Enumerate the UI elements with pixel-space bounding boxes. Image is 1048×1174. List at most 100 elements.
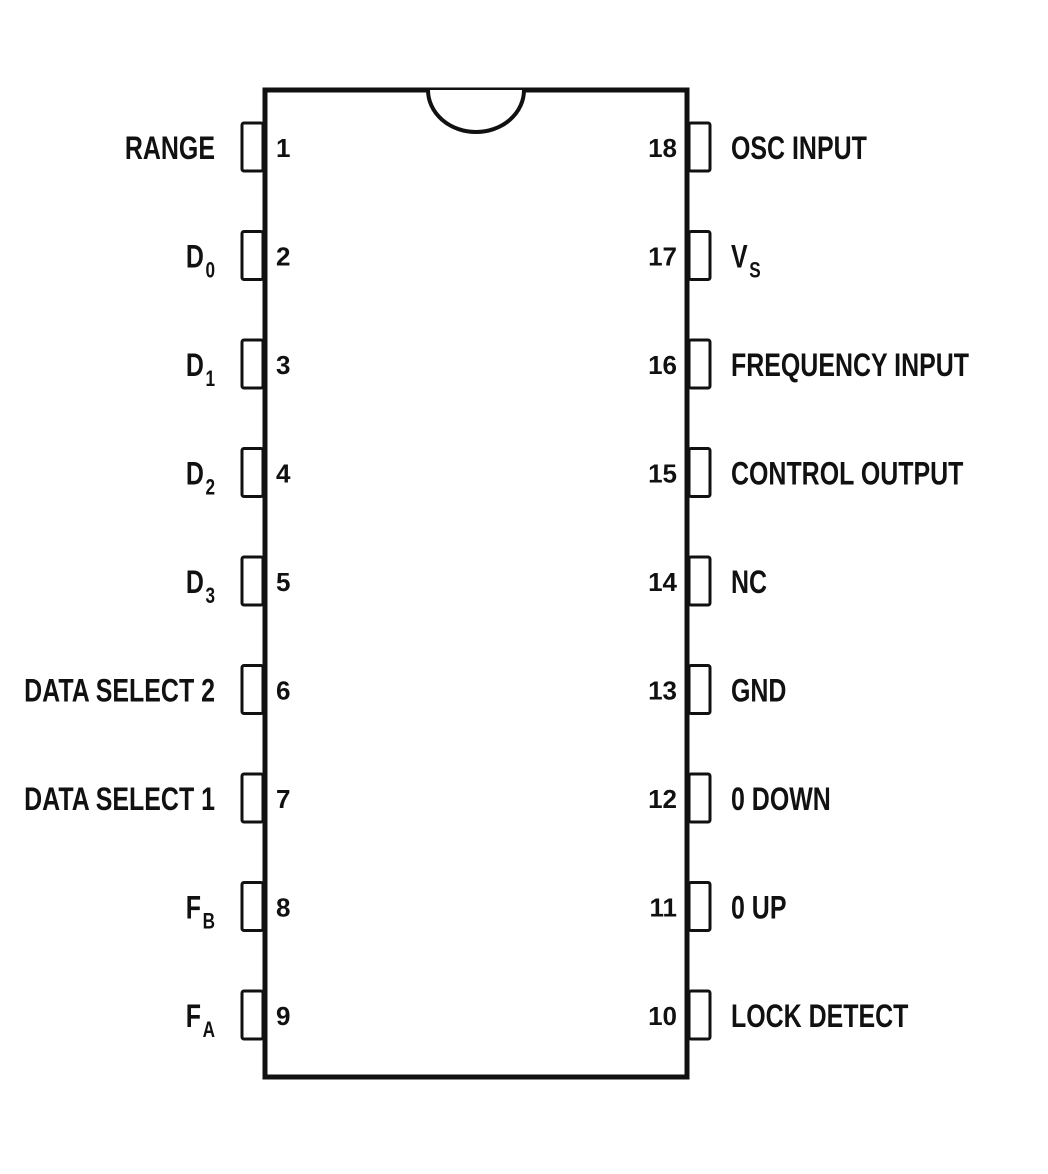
pin-stub bbox=[687, 881, 712, 932]
pin-label: FREQUENCY INPUT bbox=[731, 348, 969, 384]
pin-label-text: D bbox=[186, 565, 204, 601]
pin-label: D2 bbox=[186, 457, 215, 500]
pin-stub bbox=[240, 555, 265, 607]
pin-number: 7 bbox=[276, 784, 290, 814]
pin-label-text: GND bbox=[731, 674, 786, 710]
pin-number: 9 bbox=[276, 1001, 290, 1031]
pin-label-text: D bbox=[186, 240, 204, 276]
pin-label-text: OSC INPUT bbox=[731, 131, 867, 167]
pin-stub bbox=[240, 989, 265, 1041]
pin-label: 0 UP bbox=[731, 891, 786, 927]
pin-label: D3 bbox=[186, 565, 215, 608]
pin-stub bbox=[687, 555, 712, 607]
pin-stub bbox=[687, 338, 712, 390]
pin-label-subscript: 2 bbox=[205, 476, 215, 501]
pin-number: 14 bbox=[648, 567, 677, 597]
right-pin-column: 18 OSC INPUT 17 VS 16 FREQUENCY INPUT 15 CONTRO… bbox=[648, 121, 969, 1041]
pin-label-text: CONTROL OUTPUT bbox=[731, 457, 964, 493]
pin-label: CONTROL OUTPUT bbox=[731, 457, 964, 493]
pin-label-text: 0 DOWN bbox=[731, 782, 831, 818]
pin-7: 7 DATA SELECT 1 bbox=[24, 772, 290, 824]
pin-stub bbox=[687, 664, 712, 715]
pin-5: 5 D3 bbox=[186, 555, 290, 609]
pin-stub bbox=[240, 121, 265, 173]
pin-label: GND bbox=[731, 674, 786, 710]
pin-number: 18 bbox=[648, 133, 677, 163]
pin-16: 16 FREQUENCY INPUT bbox=[648, 338, 969, 390]
pin-stub bbox=[240, 447, 265, 498]
pin-number: 17 bbox=[648, 242, 677, 272]
pin-1: 1 RANGE bbox=[125, 121, 290, 173]
pin-label-subscript: 3 bbox=[205, 584, 215, 609]
pin-number: 11 bbox=[650, 893, 678, 923]
pin-label: FB bbox=[186, 891, 215, 934]
pin-number: 4 bbox=[276, 459, 291, 489]
pin-number: 16 bbox=[648, 350, 677, 380]
pin-label-text: DATA SELECT 1 bbox=[24, 782, 215, 818]
chip-body bbox=[262, 87, 690, 1080]
pin-label-text: F bbox=[186, 999, 201, 1035]
pin-number: 3 bbox=[276, 350, 290, 380]
pin-14: 14 NC bbox=[648, 555, 767, 607]
pin-18: 18 OSC INPUT bbox=[648, 121, 867, 173]
pin-12: 12 0 DOWN bbox=[648, 772, 831, 824]
pin-3: 3 D1 bbox=[186, 338, 290, 392]
pin-stub bbox=[240, 338, 265, 390]
pin-label-text: V bbox=[731, 240, 748, 276]
pin-stub bbox=[240, 230, 265, 281]
pin-stub bbox=[240, 881, 265, 932]
pin-number: 10 bbox=[648, 1001, 677, 1031]
pin-label-text: 0 UP bbox=[731, 891, 786, 927]
pin-label-subscript: B bbox=[203, 910, 215, 935]
pin-label: LOCK DETECT bbox=[731, 999, 909, 1035]
pin-8: 8FB bbox=[186, 881, 290, 934]
pin-number: 1 bbox=[276, 133, 290, 163]
pin1-notch bbox=[426, 89, 526, 134]
pin-label-text: D bbox=[186, 348, 204, 384]
pin-number: 15 bbox=[648, 459, 677, 489]
pin-10: 10 LOCK DETECT bbox=[648, 989, 909, 1041]
pin-number: 13 bbox=[648, 676, 677, 706]
pin-6: 6 DATA SELECT 2 bbox=[24, 664, 290, 715]
pin-number: 5 bbox=[276, 567, 290, 597]
pin-label: VS bbox=[731, 240, 761, 283]
pin-4: 4 D2 bbox=[186, 447, 291, 500]
pin-label: D1 bbox=[186, 348, 215, 391]
pin-label-text: FREQUENCY INPUT bbox=[731, 348, 969, 384]
pin-stub bbox=[240, 772, 265, 824]
pin-label-text: RANGE bbox=[125, 131, 215, 167]
pin-label-text: DATA SELECT 2 bbox=[24, 674, 215, 710]
pin-label-subscript: 1 bbox=[205, 367, 215, 392]
pin-label-text: D bbox=[186, 457, 204, 493]
pin-label: D0 bbox=[186, 240, 215, 283]
pin-17: 17 VS bbox=[648, 230, 761, 283]
pin-label-text: F bbox=[186, 891, 201, 927]
pin-label-text: NC bbox=[731, 565, 767, 601]
pin-label: NC bbox=[731, 565, 767, 601]
pin-label: DATA SELECT 2 bbox=[24, 674, 215, 710]
pin-label: RANGE bbox=[125, 131, 215, 167]
pin-label-subscript: A bbox=[203, 1018, 215, 1043]
pin-label-text: LOCK DETECT bbox=[731, 999, 909, 1035]
pin-stub bbox=[687, 230, 712, 281]
pin-stub bbox=[687, 121, 712, 173]
pin-13: 13 GND bbox=[648, 664, 786, 715]
pin-label-subscript: 0 bbox=[205, 259, 215, 284]
pin-9: 9 FA bbox=[186, 989, 290, 1043]
pin-number: 6 bbox=[276, 676, 290, 706]
pin-15: 15 CONTROL OUTPUT bbox=[648, 447, 964, 498]
pin-stub bbox=[240, 664, 265, 715]
pin-11: 11 0 UP bbox=[650, 881, 786, 932]
pin-2: 2 D0 bbox=[186, 230, 290, 283]
pin-stub bbox=[687, 772, 712, 824]
pin-stub bbox=[687, 989, 712, 1041]
pin-number: 2 bbox=[276, 242, 290, 272]
pin-label: DATA SELECT 1 bbox=[24, 782, 215, 818]
pin-label: OSC INPUT bbox=[731, 131, 867, 167]
pin-label-subscript: S bbox=[749, 259, 760, 284]
pin-label: 0 DOWN bbox=[731, 782, 831, 818]
pin-label: FA bbox=[186, 999, 215, 1042]
pin-number: 12 bbox=[648, 784, 677, 814]
